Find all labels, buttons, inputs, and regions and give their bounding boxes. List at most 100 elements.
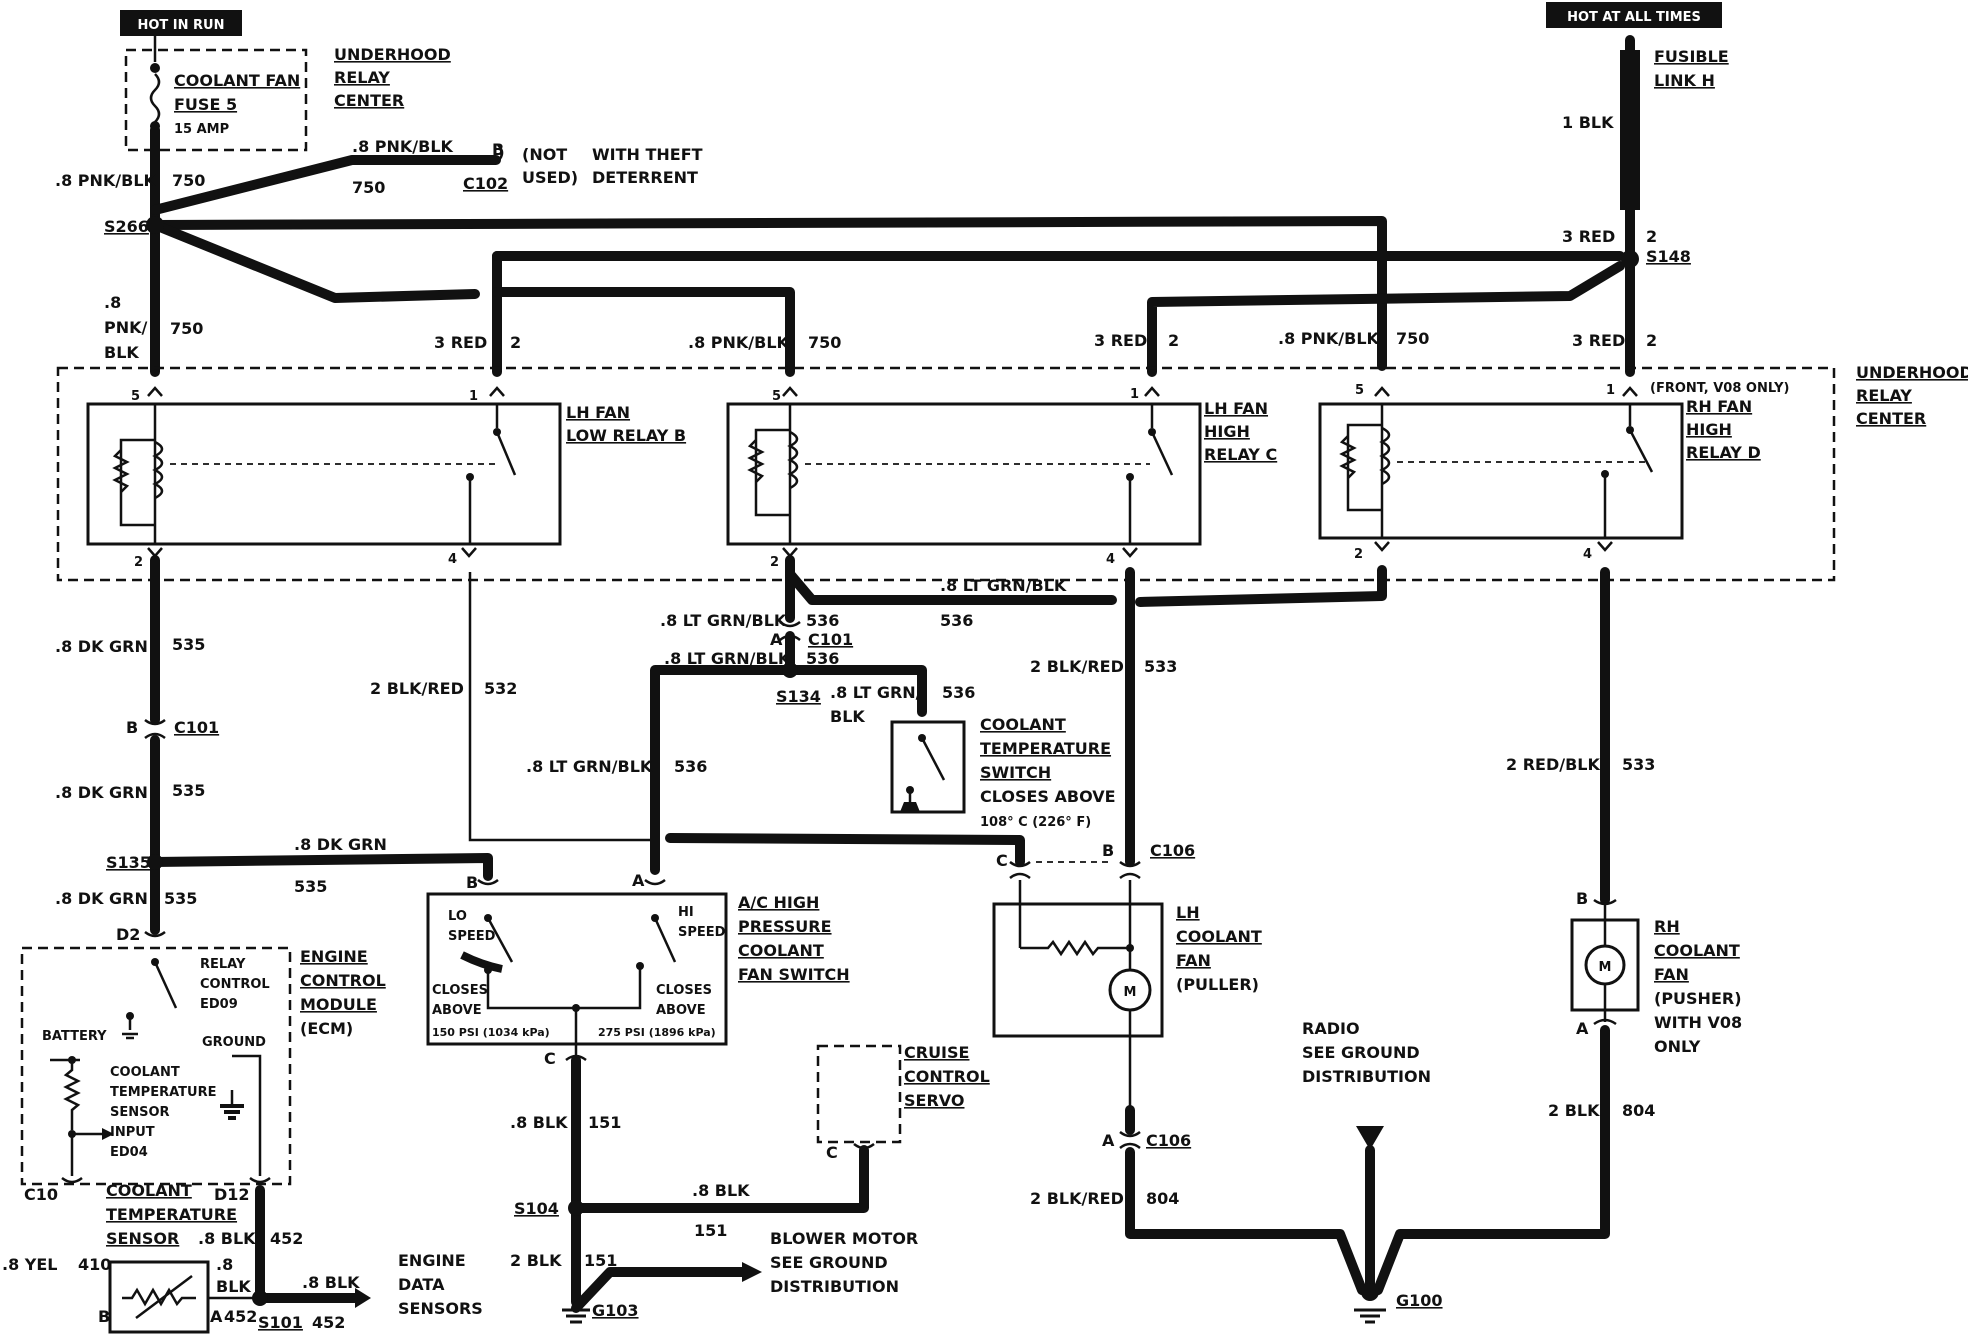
- ecm-sensor-5: ED04: [110, 1145, 148, 1160]
- label-ltgrn-4b: BLK: [830, 707, 865, 726]
- ac-pin-c: C: [544, 1049, 556, 1068]
- label-blkred-804: 2 BLK/RED: [1030, 1189, 1124, 1208]
- ecm-ground-label: GROUND: [202, 1035, 266, 1050]
- relay-c-name-3: RELAY C: [1204, 445, 1277, 464]
- fuse-box-outline: [124, 48, 308, 152]
- label-536-2: 536: [940, 611, 973, 630]
- splice-s101-label: S101: [258, 1313, 303, 1332]
- sensor-thermistor-icon: [122, 1287, 196, 1307]
- theft-not-used-2: USED): [522, 168, 578, 187]
- label-red-b-circ: 2: [510, 333, 521, 352]
- label-blk-151-2: .8 BLK: [692, 1181, 750, 1200]
- relay-d-name-2: HIGH: [1686, 420, 1732, 439]
- ecm-sensor-arrow-icon: [102, 1128, 114, 1140]
- wire-804-rh-to-g100: [1373, 1025, 1610, 1295]
- rh-fan-motor-label: M: [1599, 960, 1612, 975]
- label-pnk-blk-c: .8 PNK/BLK: [688, 333, 790, 352]
- sensor-name-3: SENSOR: [106, 1229, 179, 1248]
- splice-s266-label: S266: [104, 217, 149, 236]
- relay-c-pin1: 1: [1130, 387, 1139, 402]
- ecm-sensor-4: INPUT: [110, 1125, 155, 1140]
- label-dkgrn-1: .8 DK GRN: [55, 637, 148, 656]
- label-750-d: 750: [1396, 329, 1429, 348]
- label-2blk-g103: 2 BLK: [510, 1251, 562, 1270]
- relay-c-pin4: 4: [1106, 552, 1115, 567]
- engine-data-3: SENSORS: [398, 1299, 483, 1318]
- cruise-name-1: CRUISE: [904, 1043, 969, 1062]
- c102-connector-icon: [497, 144, 504, 162]
- relay-d-pin1: 1: [1606, 383, 1615, 398]
- ecm-relay-contact-icon: [153, 961, 178, 1009]
- lh-fan-name-4: (PULLER): [1176, 975, 1259, 994]
- ac-high-pressure-switch: B A LO SPEED HI SPEED CLOSES ABOVE 150 P…: [426, 871, 850, 1060]
- relay-b-pin5: 5: [131, 389, 140, 404]
- temp-switch-name-1: COOLANT: [980, 715, 1066, 734]
- relay-d-pin4: 4: [1583, 547, 1592, 562]
- label-151-2: 151: [694, 1221, 727, 1240]
- wire-to-c106-c: [665, 833, 1025, 867]
- label-535-2: 535: [172, 781, 205, 800]
- rh-fan-name-2: COOLANT: [1654, 941, 1740, 960]
- relay-c-name-1: LH FAN: [1204, 399, 1268, 418]
- fuse-terminal-top: [150, 63, 160, 73]
- fuse-element-icon: [149, 73, 161, 123]
- label-535-1: 535: [172, 635, 205, 654]
- ecm-name-3: MODULE: [300, 995, 377, 1014]
- ac-closes-lo-3: 150 PSI (1034 kPa): [432, 1026, 550, 1039]
- c106-upper-label: C106: [1150, 841, 1195, 860]
- relay-b-box: [86, 402, 562, 546]
- underhood-relay-center-outline: [56, 366, 1836, 582]
- label-151-1: 151: [588, 1113, 621, 1132]
- ecm-relay-2: CONTROL: [200, 977, 270, 992]
- label-536-4: 536: [942, 683, 975, 702]
- theft-not-used-1: (NOT: [522, 145, 567, 164]
- relay-b-name-2: LOW RELAY B: [566, 426, 686, 445]
- wire-536-to-relay-d: [1135, 565, 1387, 607]
- label-ltgrn-1: .8 LT GRN/BLK: [660, 611, 787, 630]
- label-red-d-circ: 2: [1646, 331, 1657, 350]
- label-536-3: 536: [806, 649, 839, 668]
- ecm-pin-d2: D2: [116, 925, 140, 944]
- label-pnk-blk-1: .8 PNK/BLK: [55, 171, 157, 190]
- ecm-name-4: (ECM): [300, 1019, 353, 1038]
- label-ltgrn-3: .8 LT GRN/BLK: [664, 649, 791, 668]
- c101-lower-connector-icon: [144, 718, 166, 740]
- sensor-pin-b: B: [98, 1307, 110, 1326]
- label-a452: 452: [224, 1307, 257, 1326]
- ecm-relay-1: RELAY: [200, 957, 246, 972]
- label-750-c: 750: [808, 333, 841, 352]
- label-blkred-532: 2 BLK/RED: [370, 679, 464, 698]
- engine-data-2: DATA: [398, 1275, 445, 1294]
- rh-fan-motor-icon: [1584, 944, 1626, 986]
- temp-switch-name-3: SWITCH: [980, 763, 1051, 782]
- wire-532: [468, 572, 650, 842]
- fuse-rating: 15 AMP: [174, 122, 229, 137]
- sensor-name-2: TEMPERATURE: [106, 1205, 237, 1224]
- ac-lo-1: LO: [448, 909, 467, 924]
- label-pnk-3c: BLK: [104, 343, 139, 362]
- label-redblk: 2 RED/BLK: [1506, 755, 1600, 774]
- label-yel: .8 YEL: [2, 1255, 58, 1274]
- c106-c-connector-icon: [1009, 860, 1031, 880]
- label-804-rh: 804: [1622, 1101, 1655, 1120]
- g100-ground-icon: [1354, 1308, 1386, 1324]
- underhood-top-3: CENTER: [334, 91, 404, 110]
- cruise-pin-c: C: [826, 1143, 838, 1162]
- sensor-box: [108, 1260, 210, 1334]
- sensor-pin-a: A: [210, 1307, 223, 1326]
- splice-s134-icon: [782, 662, 798, 678]
- temp-switch-box: [890, 720, 966, 814]
- lh-fan-motor-icon: [1108, 968, 1152, 1012]
- rh-fan-pin-a: A: [1576, 1019, 1589, 1038]
- label-pnk-blk-2: .8 PNK/BLK: [352, 137, 454, 156]
- relay-c-box: [726, 402, 1202, 546]
- relay-b-pin1: 1: [469, 389, 478, 404]
- sensor-name-1: COOLANT: [106, 1181, 192, 1200]
- c106-lower-pin: A: [1102, 1131, 1115, 1150]
- splice-s148-icon: [1621, 250, 1639, 268]
- ac-switch-pin-b: B: [466, 873, 478, 892]
- relay-b-pin2: 2: [134, 555, 143, 570]
- relay-b-name-1: LH FAN: [566, 403, 630, 422]
- wire-804-lh-to-g100: [1125, 1147, 1367, 1295]
- ecm-sensor-3: SENSOR: [110, 1105, 170, 1120]
